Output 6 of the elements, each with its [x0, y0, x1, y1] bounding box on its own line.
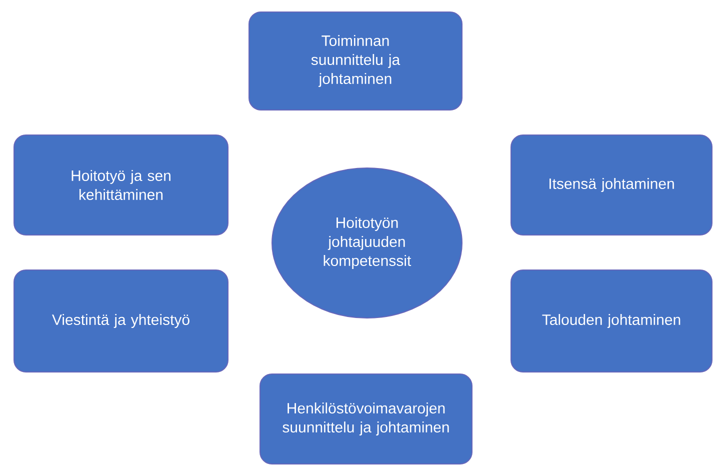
- topic-box: Toiminnan suunnittelu ja johtaminen: [248, 12, 462, 110]
- topic-box: Talouden johtaminen: [510, 270, 712, 372]
- topic-box: Itsensä johtaminen: [510, 134, 712, 236]
- topic-box: Hoitotyö ja sen kehittäminen: [14, 134, 228, 236]
- topic-box: Henkilöstövoimavarojen suunnittelu ja johtaminen: [260, 374, 472, 464]
- topic-box: Viestintä ja yhteistyö: [14, 270, 228, 372]
